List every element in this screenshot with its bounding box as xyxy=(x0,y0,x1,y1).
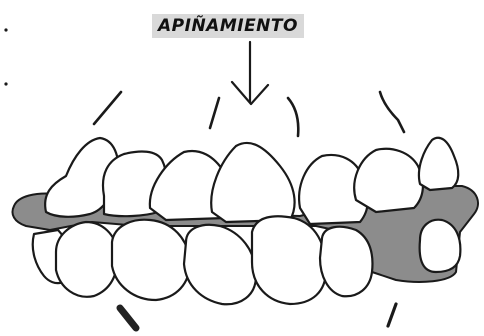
upper-tooth xyxy=(211,143,294,222)
bottom-marks xyxy=(120,304,396,328)
lower-tooth xyxy=(252,216,326,304)
lower-tooth xyxy=(56,222,118,297)
upper-tooth xyxy=(354,149,423,212)
lower-tooth xyxy=(320,227,372,297)
edge-dots xyxy=(4,28,7,85)
down-arrow-icon xyxy=(232,42,268,104)
lower-tooth xyxy=(184,225,256,304)
upper-tooth xyxy=(419,138,458,190)
lower-tooth xyxy=(420,220,461,272)
lower-tooth xyxy=(112,220,190,300)
